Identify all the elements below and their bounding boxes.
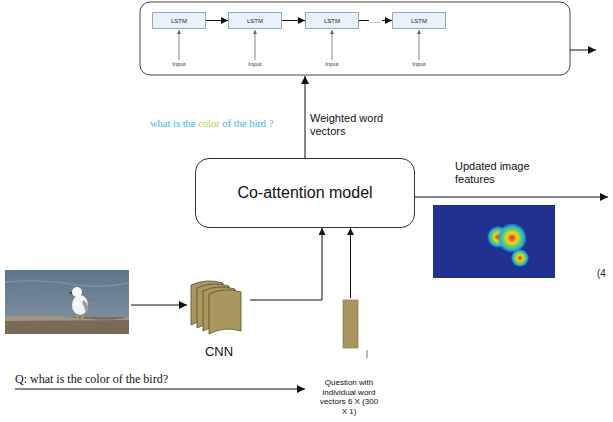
weighted-label: Weighted word vectors: [310, 112, 398, 138]
cnn-layers: [188, 278, 250, 338]
input-label: Input: [240, 61, 270, 67]
question-word: of: [222, 118, 233, 129]
attention-heatmap: [433, 205, 555, 278]
node-text: LSTM: [247, 18, 263, 24]
question-word: ?: [269, 118, 274, 129]
node-text: CNN: [205, 344, 233, 359]
edge-label: .....: [369, 17, 382, 25]
weighted-arrow: [305, 76, 306, 158]
photo-arrow: [131, 305, 187, 306]
colored-question: what is the color of the bird ?: [150, 118, 273, 129]
question-arrow: [15, 389, 305, 390]
co-attention-box: Co-attention model: [195, 158, 415, 228]
connector: [282, 20, 305, 21]
vector-shape: [318, 298, 380, 360]
connector: [250, 228, 322, 300]
input-arrows: [179, 30, 419, 60]
question-word: what: [150, 118, 173, 129]
node-text: LSTM: [324, 18, 340, 24]
input-label: Input: [164, 61, 194, 67]
equation-number: (4: [597, 268, 606, 279]
tick-mark: [367, 350, 368, 358]
cnn-layer: [209, 290, 241, 334]
question-word: the: [234, 118, 249, 129]
word-vector: Question with individual word vectors 6 …: [318, 298, 380, 420]
question-word: bird: [249, 118, 269, 129]
lstm-cell: LSTM: [305, 12, 359, 29]
cnn-block: CNN: [188, 278, 250, 360]
features-label: Updated image features: [455, 160, 543, 186]
lstm-panel: [140, 2, 570, 75]
question-word: the: [183, 118, 198, 129]
question-word: is: [173, 118, 183, 129]
lstm-cell: LSTM: [228, 12, 282, 29]
node-text: Co-attention model: [237, 184, 372, 202]
question-word: color: [198, 118, 222, 129]
node-text: Question with individual word vectors 6 …: [318, 378, 380, 416]
lstm-cell: LSTM: [392, 12, 446, 29]
node-text: LSTM: [411, 18, 427, 24]
input-label: Input: [317, 61, 347, 67]
input-label: Input: [404, 61, 434, 67]
question-text: Q: what is the color of the bird?: [15, 372, 168, 387]
bird-photo: [5, 270, 129, 334]
lstm-cell: LSTM: [152, 12, 206, 29]
output-arrow: [570, 50, 596, 51]
node-text: LSTM: [171, 18, 187, 24]
connector: [350, 228, 351, 298]
image-features-arrow: [415, 197, 608, 198]
connector: [206, 20, 228, 21]
vector-bar: [343, 300, 358, 348]
